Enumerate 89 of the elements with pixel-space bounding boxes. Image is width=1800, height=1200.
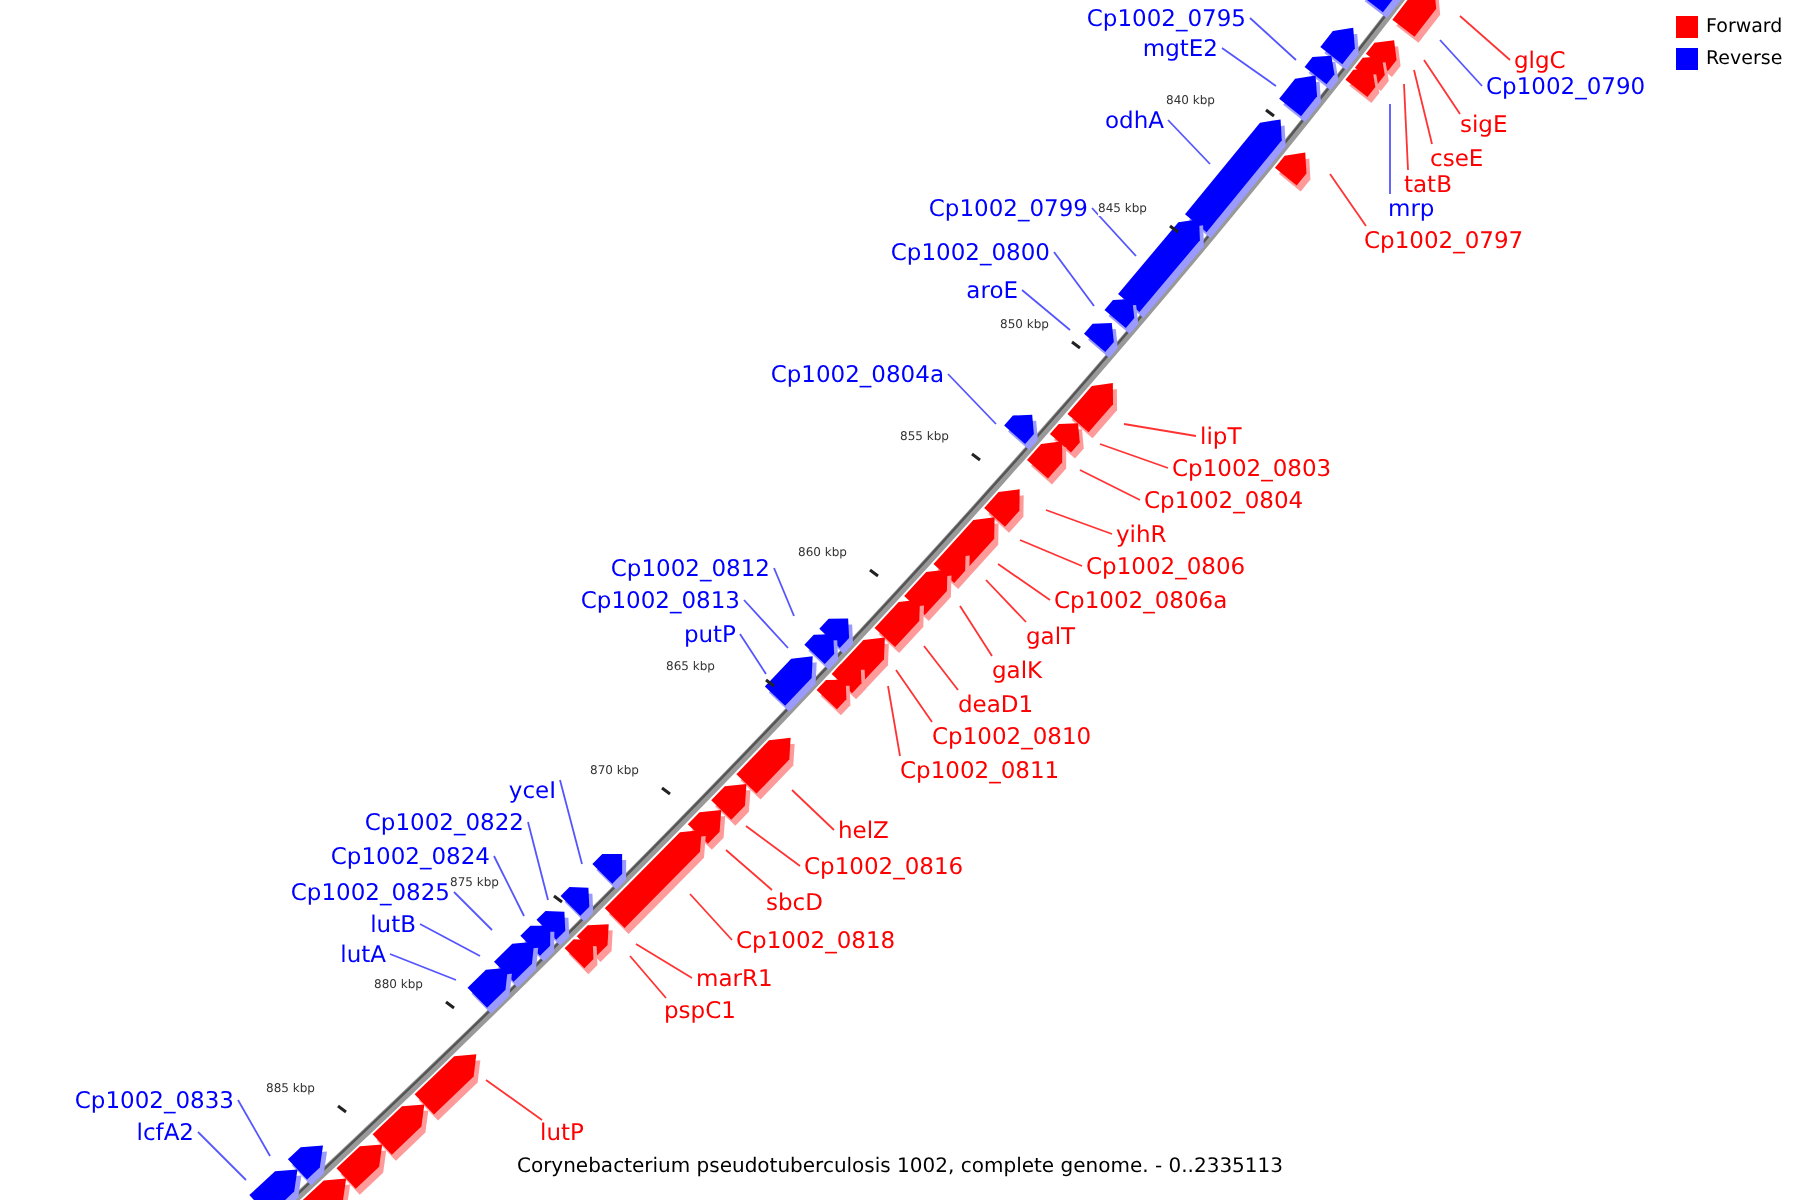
leader-line (419, 923, 481, 957)
leader-line (1079, 469, 1141, 501)
leader-line (485, 1079, 543, 1121)
leader-line (985, 579, 1027, 623)
gene-label: lcfA2 (136, 1118, 194, 1146)
leader-line (743, 599, 789, 649)
gene-label: galT (1026, 622, 1076, 650)
gene-label: galK (992, 656, 1043, 684)
leader-line (959, 605, 993, 657)
gene-label: putP (683, 620, 736, 648)
gene-label: glgC (1514, 46, 1566, 74)
gene-label: Cp1002_0800 (890, 238, 1050, 266)
gene-label: Cp1002_0810 (932, 722, 1092, 750)
leader-line (1329, 173, 1367, 227)
gene-label: lutB (370, 910, 416, 938)
leader-line (559, 779, 583, 865)
leader-line (629, 955, 667, 999)
gene-label: Cp1002_0825 (290, 878, 450, 906)
gene-label: Cp1002_0818 (736, 926, 896, 954)
gene-label: Cp1002_0824 (330, 842, 490, 870)
gene-label: yihR (1116, 520, 1167, 548)
gene-label: cseE (1430, 144, 1484, 172)
leader-line (1123, 423, 1197, 437)
leader-line (1021, 289, 1071, 331)
leader-line (745, 825, 801, 867)
gene-label: helZ (838, 816, 889, 844)
leader-line (1413, 69, 1433, 145)
leader-line (527, 821, 549, 901)
gene-label: Cp1002_0822 (364, 808, 524, 836)
gene-label: Cp1002_0813 (580, 586, 740, 614)
gene-label: Cp1002_0806a (1054, 586, 1228, 614)
gene-label: Cp1002_0804 (1144, 486, 1304, 514)
gene-label: sbcD (766, 888, 823, 916)
leader-line (923, 645, 959, 691)
leader-line (997, 563, 1051, 601)
leader-line (1403, 83, 1409, 171)
gene-label: Cp1002_0799 (928, 194, 1088, 222)
leader-line (389, 953, 457, 981)
leader-line (1249, 17, 1297, 61)
leader-line (1459, 15, 1511, 61)
leader-line (1221, 47, 1277, 87)
leader-line (453, 891, 493, 931)
leader-line (493, 855, 525, 917)
gene-label: lutP (540, 1118, 584, 1146)
gene-label: Cp1002_0806 (1086, 552, 1246, 580)
gene-label: Cp1002_0803 (1172, 454, 1332, 482)
gene-label: tatB (1404, 170, 1452, 198)
leader-line (1439, 39, 1483, 87)
leader-line (1045, 509, 1113, 535)
leader-line (197, 1131, 247, 1181)
leader-line (1423, 59, 1461, 115)
gene-label: marR1 (696, 964, 773, 992)
leader-line (237, 1099, 271, 1157)
gene-label: odhA (1105, 106, 1164, 134)
leader-line (791, 789, 835, 831)
gene-label: Cp1002_0804a (770, 360, 944, 388)
gene-label: mgtE2 (1142, 34, 1218, 62)
legend-label: Reverse (1706, 46, 1783, 74)
leader-line (1099, 443, 1169, 469)
leader-line (773, 567, 795, 617)
leader-line (895, 669, 933, 723)
gene-label: aroE (966, 276, 1018, 304)
leader-line (739, 633, 767, 675)
gene-label: Cp1002_0811 (900, 756, 1060, 784)
leader-line (1167, 119, 1211, 165)
gene-label: Cp1002_0816 (804, 852, 964, 880)
leader-line (1053, 251, 1095, 307)
leader-line (1091, 207, 1137, 257)
leader-line (725, 849, 773, 891)
gene-label: pspC1 (664, 996, 736, 1024)
gene-label: lipT (1200, 422, 1242, 450)
caption: Corynebacterium pseudotuberculosis 1002, complete genome. - 0..2335113 (516, 1156, 1284, 1178)
gene-label: yceI (508, 776, 556, 804)
leader-line (947, 373, 997, 425)
gene-label: Cp1002_0790 (1486, 72, 1646, 100)
leader-line (635, 943, 693, 979)
leader-line (887, 685, 901, 757)
gene-label: lutA (340, 940, 386, 968)
gene-label: sigE (1460, 110, 1508, 138)
gene-label: Cp1002_0833 (74, 1086, 234, 1114)
leader-line (1019, 539, 1083, 567)
gene-label: Cp1002_0797 (1364, 226, 1524, 254)
gene-label: Cp1002_0795 (1086, 4, 1246, 32)
gene-label: deaD1 (958, 690, 1034, 718)
legend-label: Forward (1706, 14, 1783, 42)
gene-label: mrp (1388, 194, 1435, 222)
leader-line (1389, 103, 1391, 195)
leader-line (689, 893, 733, 941)
gene-label: Cp1002_0812 (610, 554, 770, 582)
